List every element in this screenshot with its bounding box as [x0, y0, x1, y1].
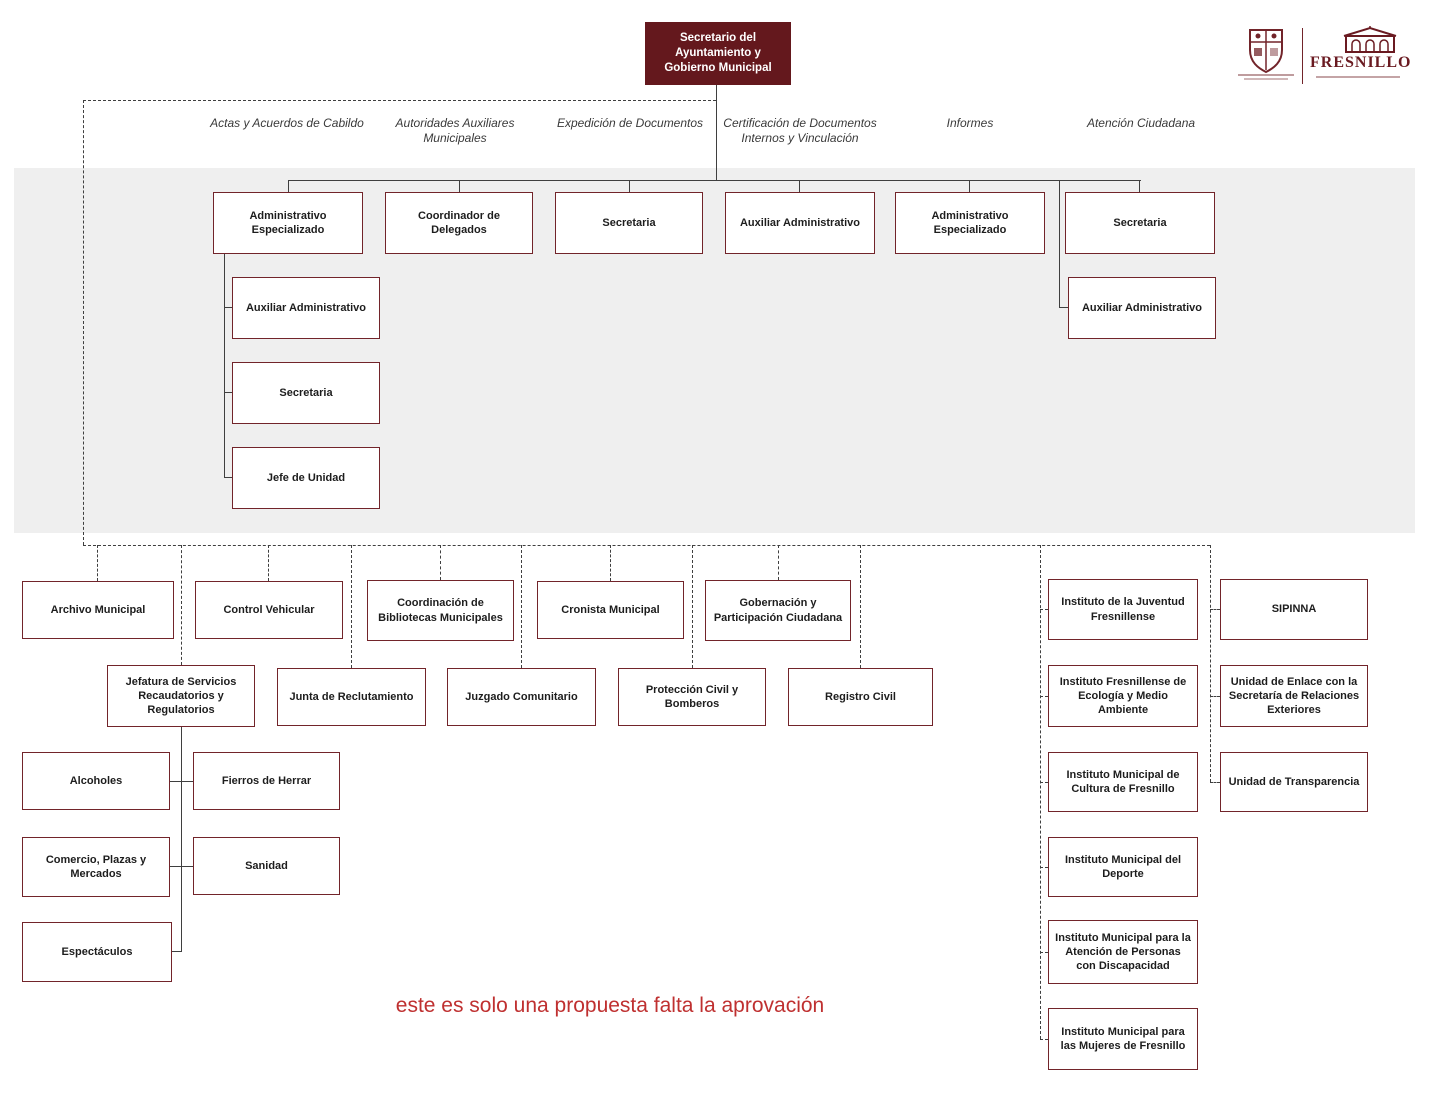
connector-line: [224, 254, 225, 478]
proposal-note: este es solo una propuesta falta la apro…: [395, 994, 825, 1017]
connector-line: [778, 545, 779, 580]
connector-line: [181, 727, 182, 952]
node-instituto-ecologia: Instituto Fresnillense de Ecología y Med…: [1048, 665, 1198, 727]
connector-line: [969, 180, 970, 192]
node-archivo-municipal: Archivo Municipal: [22, 581, 174, 639]
connector-line: [1040, 696, 1048, 697]
function-label-autoridades: Autoridades Auxiliares Municipales: [395, 116, 515, 145]
connector-line: [224, 477, 232, 478]
node-comercio-plazas-mercados: Comercio, Plazas y Mercados: [22, 837, 170, 897]
connector-line: [459, 180, 460, 192]
node-sanidad: Sanidad: [193, 837, 340, 895]
node-secretaria-3: Secretaria: [232, 362, 380, 424]
crest-caption-rule: [1238, 74, 1294, 76]
connector-line: [799, 180, 800, 192]
node-sipinna: SIPINNA: [1220, 579, 1368, 640]
node-secretaria-1: Secretaria: [555, 192, 703, 254]
node-auxiliar-administrativo-1: Auxiliar Administrativo: [725, 192, 875, 254]
connector-line: [1040, 867, 1048, 868]
function-label-atencion: Atención Ciudadana: [1086, 116, 1196, 130]
connector-line: [288, 180, 289, 192]
connector-line: [170, 866, 181, 867]
connector-line: [288, 180, 1141, 181]
node-cronista-municipal: Cronista Municipal: [537, 581, 684, 639]
connector-line: [224, 307, 232, 308]
connector-line: [716, 85, 717, 180]
connector-line: [181, 866, 193, 867]
node-fierros-de-herrar: Fierros de Herrar: [193, 752, 340, 810]
connector-line: [83, 100, 716, 101]
connector-line: [860, 545, 861, 668]
node-instituto-deporte: Instituto Municipal del Deporte: [1048, 837, 1198, 897]
node-coordinador-delegados: Coordinador de Delegados: [385, 192, 533, 254]
connector-line: [1210, 782, 1220, 783]
connector-line: [83, 100, 84, 545]
connector-line: [170, 781, 181, 782]
node-auxiliar-administrativo-2: Auxiliar Administrativo: [232, 277, 380, 339]
function-label-informes: Informes: [946, 116, 994, 130]
connector-line: [1210, 696, 1220, 697]
connector-line: [1040, 545, 1041, 1039]
node-espectaculos: Espectáculos: [22, 922, 172, 982]
municipal-crest-icon: [1249, 29, 1283, 74]
node-junta-reclutamiento: Junta de Reclutamiento: [277, 668, 426, 726]
fresnillo-building-icon: [1343, 26, 1397, 53]
connector-line: [440, 545, 441, 580]
function-label-actas: Actas y Acuerdos de Cabildo: [210, 116, 364, 130]
node-administrativo-especializado-2: Administrativo Especializado: [895, 192, 1045, 254]
connector-line: [1040, 782, 1048, 783]
connector-line: [97, 545, 98, 581]
connector-line: [692, 545, 693, 668]
connector-line: [1040, 1039, 1048, 1040]
node-coordinacion-bibliotecas: Coordinación de Bibliotecas Municipales: [367, 580, 514, 641]
connector-line: [83, 545, 1210, 546]
node-jefe-de-unidad: Jefe de Unidad: [232, 447, 380, 509]
node-auxiliar-administrativo-3: Auxiliar Administrativo: [1068, 277, 1216, 339]
function-label-certificacion: Certificación de Documentos Internos y V…: [723, 116, 877, 145]
connector-line: [629, 180, 630, 192]
logo-divider: [1302, 28, 1303, 84]
connector-line: [181, 781, 193, 782]
node-instituto-cultura: Instituto Municipal de Cultura de Fresni…: [1048, 752, 1198, 812]
connector-line: [1059, 307, 1068, 308]
connector-line: [181, 545, 182, 665]
node-instituto-juventud: Instituto de la Juventud Fresnillense: [1048, 579, 1198, 640]
connector-line: [351, 545, 352, 668]
node-instituto-mujeres: Instituto Municipal para las Mujeres de …: [1048, 1008, 1198, 1070]
node-unidad-transparencia: Unidad de Transparencia: [1220, 752, 1368, 812]
node-proteccion-civil: Protección Civil y Bomberos: [618, 668, 766, 726]
connector-line: [1210, 609, 1220, 610]
node-jefatura-servicios: Jefatura de Servicios Recaudatorios y Re…: [107, 665, 255, 727]
connector-line: [610, 545, 611, 581]
connector-line: [1040, 952, 1048, 953]
node-control-vehicular: Control Vehicular: [195, 581, 343, 639]
connector-line: [268, 545, 269, 581]
crest-caption-rule-2: [1244, 78, 1288, 80]
connector-line: [172, 951, 181, 952]
connector-line: [1139, 180, 1140, 192]
node-secretario: Secretario del Ayuntamiento y Gobierno M…: [645, 22, 791, 85]
fresnillo-tagline-rule: [1316, 76, 1400, 78]
connector-line: [521, 545, 522, 668]
node-unidad-enlace-sre: Unidad de Enlace con la Secretaría de Re…: [1220, 665, 1368, 727]
connector-line: [224, 392, 232, 393]
node-alcoholes: Alcoholes: [22, 752, 170, 810]
connector-line: [1059, 180, 1060, 308]
node-administrativo-especializado-1: Administrativo Especializado: [213, 192, 363, 254]
fresnillo-wordmark: FRESNILLO: [1310, 54, 1412, 71]
node-registro-civil: Registro Civil: [788, 668, 933, 726]
connector-line: [1040, 609, 1048, 610]
node-instituto-discapacidad: Instituto Municipal para la Atención de …: [1048, 920, 1198, 984]
header-logos: FRESNILLO: [1236, 26, 1412, 88]
connector-line: [1210, 545, 1211, 782]
node-gobernacion-participacion: Gobernación y Participación Ciudadana: [705, 580, 851, 641]
function-label-expedicion: Expedición de Documentos: [556, 116, 704, 130]
node-secretaria-2: Secretaria: [1065, 192, 1215, 254]
node-juzgado-comunitario: Juzgado Comunitario: [447, 668, 596, 726]
